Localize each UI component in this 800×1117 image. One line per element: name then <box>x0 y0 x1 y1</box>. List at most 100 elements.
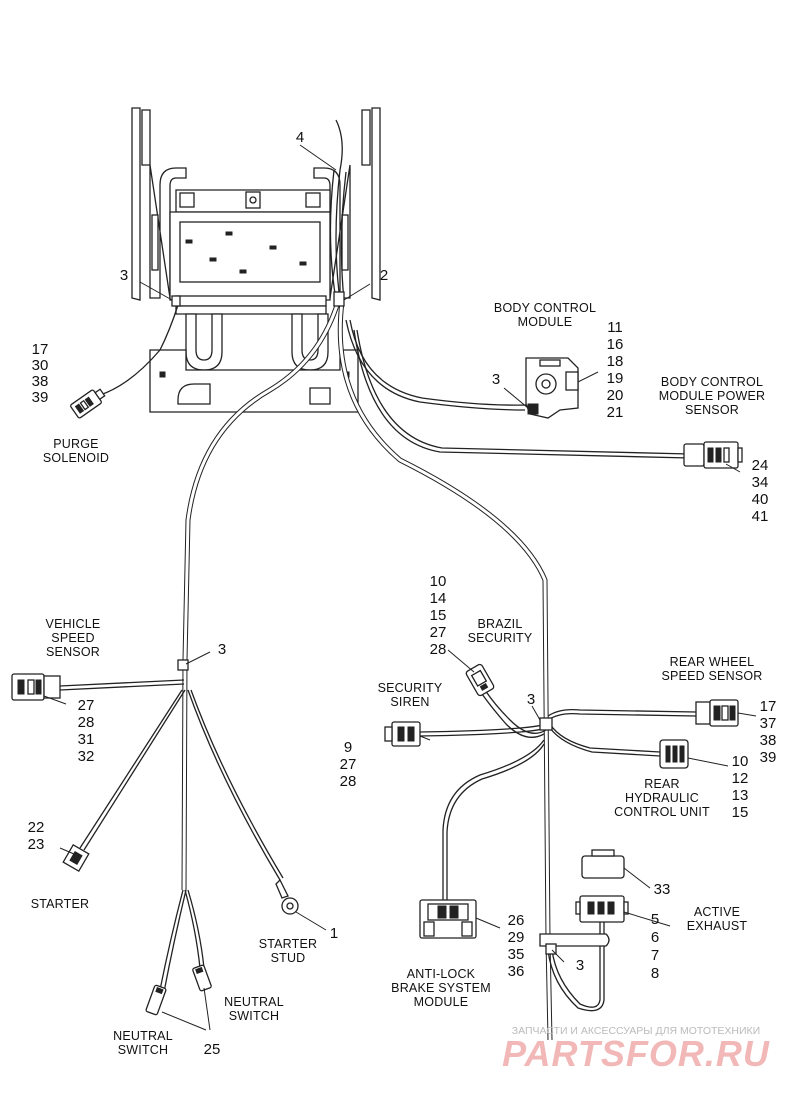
callout-rwss-4: 39 <box>760 749 777 766</box>
callout-hcu-3: 13 <box>732 787 749 804</box>
security-siren-connector <box>384 721 421 747</box>
harness-trunk <box>181 119 553 1041</box>
callout-brazil-4: 27 <box>430 624 447 641</box>
callout-starter-stud: 1 <box>330 925 338 942</box>
callout-bcm-1: 11 <box>607 319 623 336</box>
brazil-security-connector <box>465 663 495 697</box>
callout-purge-2: 30 <box>32 357 49 374</box>
label-starter-stud-2: STUD <box>271 951 306 965</box>
callout-abs-1: 26 <box>508 912 525 929</box>
rear-hcu-connector <box>659 739 689 769</box>
watermark-brand: PARTSFOR.RU <box>502 1033 770 1074</box>
label-hcu-2: HYDRAULIC <box>625 791 699 805</box>
callout-siren-3: 28 <box>340 773 357 790</box>
callout-active-exhaust-2: 6 <box>651 929 659 946</box>
active-exhaust-cap <box>581 849 625 879</box>
abs-module-connector <box>419 899 477 939</box>
label-hcu-3: CONTROL UNIT <box>614 805 710 819</box>
abs-branch <box>442 739 545 900</box>
callout-active-exhaust-3: 7 <box>651 947 659 964</box>
label-siren-2: SIREN <box>390 695 429 709</box>
label-purge-2: SOLENOID <box>43 451 109 465</box>
label-neutral-left-2: SWITCH <box>118 1043 169 1057</box>
callout-abs-3: 35 <box>508 946 525 963</box>
label-brazil-1: BRAZIL <box>478 617 523 631</box>
callout-siren-2: 27 <box>340 756 357 773</box>
clip-center <box>539 717 553 731</box>
watermark: ЗАПЧАСТИ И АКСЕССУАРЫ ДЛЯ МОТОТЕХНИКИ PA… <box>502 1025 770 1074</box>
bcm-power-sensor-connector <box>683 441 743 469</box>
callout-clip-lower: 3 <box>576 957 584 974</box>
callout-active-exhaust-4: 8 <box>651 965 659 982</box>
callout-clip-left: 3 <box>120 267 128 284</box>
label-vss-2: SPEED <box>51 631 94 645</box>
label-active-exhaust-2: EXHAUST <box>687 919 748 933</box>
callout-hcu-4: 15 <box>732 804 749 821</box>
callout-bcm-3: 18 <box>607 353 624 370</box>
label-bcm-power-1: BODY CONTROL <box>661 375 763 389</box>
label-abs-3: MODULE <box>414 995 469 1009</box>
purge-solenoid-branch <box>70 304 179 419</box>
callout-clip-bcm: 3 <box>492 371 500 388</box>
callout-abs-2: 29 <box>508 929 525 946</box>
starter-stud-branch <box>187 689 284 881</box>
callout-purge-3: 38 <box>32 373 49 390</box>
label-abs-1: ANTI-LOCK <box>407 967 476 981</box>
callout-bcm-6: 21 <box>607 404 624 421</box>
callout-vss-1: 27 <box>78 697 95 714</box>
label-rwss-2: SPEED SENSOR <box>661 669 762 683</box>
frame-bracket <box>131 107 381 413</box>
callout-vss-3: 31 <box>78 731 95 748</box>
starter-stud-ring <box>275 878 299 915</box>
callout-vss-2: 28 <box>78 714 95 731</box>
label-neutral-right-1: NEUTRAL <box>224 995 284 1009</box>
callout-rwss-3: 38 <box>760 732 777 749</box>
callout-vss-4: 32 <box>78 748 95 765</box>
brazil-security-branch <box>481 689 547 738</box>
neutral-switch-connector-left <box>145 984 167 1016</box>
callout-neutral-switch: 25 <box>204 1041 221 1058</box>
clip-left-frame <box>171 295 181 307</box>
label-vss-1: VEHICLE <box>46 617 101 631</box>
watermark-tagline: ЗАПЧАСТИ И АКСЕССУАРЫ ДЛЯ МОТОТЕХНИКИ <box>512 1025 760 1037</box>
callout-brazil-1: 10 <box>430 573 447 590</box>
label-bcm-2: MODULE <box>518 315 573 329</box>
callout-siren-1: 9 <box>344 739 352 756</box>
callout-bcm-power-4: 41 <box>752 508 769 525</box>
component-labels: BODY CONTROL MODULE BODY CONTROL MODULE … <box>31 301 766 1057</box>
callout-frame: 4 <box>296 129 304 146</box>
label-bcm-1: BODY CONTROL <box>494 301 596 315</box>
callout-bcm-2: 16 <box>607 336 624 353</box>
clip-right-frame <box>333 291 345 307</box>
security-siren-branch <box>419 723 547 737</box>
callout-numbers: 4 3 2 17 30 38 39 11 16 18 19 20 21 3 24… <box>28 129 777 1058</box>
label-siren-1: SECURITY <box>378 681 443 695</box>
label-bcm-power-2: MODULE POWER <box>659 389 766 403</box>
starter-connector <box>62 843 90 873</box>
label-neutral-left-1: NEUTRAL <box>113 1029 173 1043</box>
callout-clip-right: 2 <box>380 267 388 284</box>
label-neutral-right-2: SWITCH <box>229 1009 280 1023</box>
bcm-power-sensor-branch <box>353 329 691 459</box>
callout-brazil-2: 14 <box>430 590 447 607</box>
callout-abs-4: 36 <box>508 963 525 980</box>
label-purge-1: PURGE <box>53 437 98 451</box>
starter-branch <box>79 689 186 851</box>
vehicle-speed-sensor-branch <box>59 679 185 691</box>
callout-clip-center: 3 <box>527 691 535 708</box>
callout-bcm-power-1: 24 <box>752 457 769 474</box>
callout-bcm-power-3: 40 <box>752 491 769 508</box>
label-brazil-2: SECURITY <box>468 631 533 645</box>
rear-hcu-branch <box>549 723 661 757</box>
rear-wheel-speed-sensor-connector <box>695 699 739 727</box>
body-control-module <box>525 357 579 419</box>
label-rwss-1: REAR WHEEL <box>670 655 755 669</box>
callout-bcm-4: 19 <box>607 370 624 387</box>
callout-purge-1: 17 <box>32 341 49 358</box>
active-exhaust-connector <box>575 895 629 923</box>
label-abs-2: BRAKE SYSTEM <box>391 981 491 995</box>
callout-brazil-3: 15 <box>430 607 447 624</box>
label-starter-stud-1: STARTER <box>259 937 318 951</box>
